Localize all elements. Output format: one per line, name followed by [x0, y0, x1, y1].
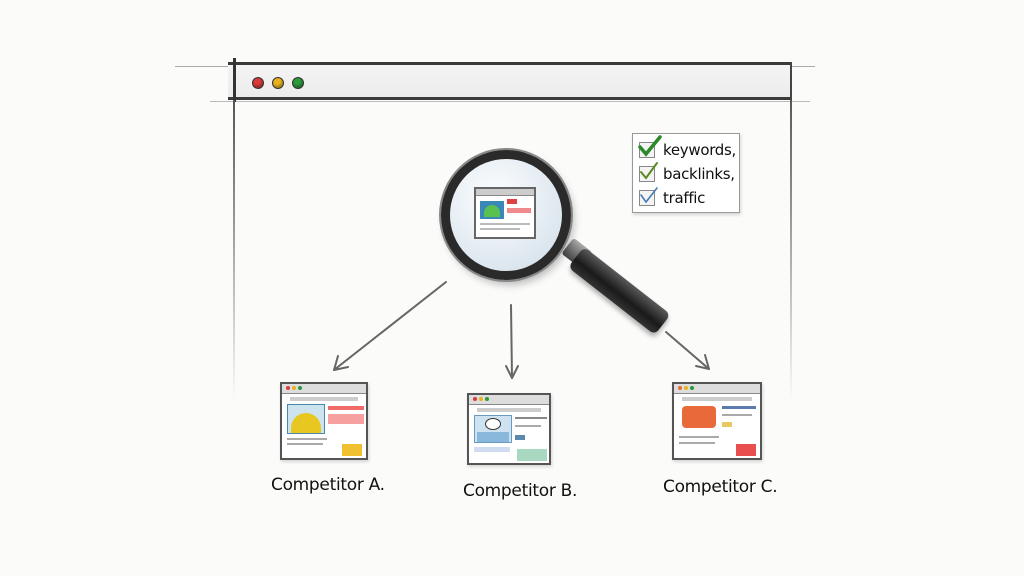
checkbox-icon: [639, 162, 658, 182]
sketch-guide-line: [210, 101, 810, 102]
checkbox-icon: [638, 135, 662, 158]
arrow-to-competitor-b: [510, 304, 513, 379]
mini-address-bar: [682, 397, 752, 401]
browser-title-bar: [228, 62, 792, 100]
checkbox-icon: [639, 187, 658, 206]
checklist-label: traffic: [663, 189, 706, 207]
checklist-item-traffic: traffic: [639, 186, 735, 210]
checklist-label: keywords,: [663, 141, 737, 159]
competitor-c-label: Competitor C.: [663, 477, 778, 497]
magnifying-glass-icon: [441, 150, 571, 280]
checklist-item-keywords: keywords,: [638, 135, 737, 162]
mini-title-bar: [674, 384, 760, 394]
competitor-b-thumbnail[interactable]: [467, 393, 551, 465]
minimize-dot-icon[interactable]: [272, 77, 284, 89]
arrow-to-competitor-a: [333, 281, 447, 371]
checklist-label: backlinks,: [663, 165, 735, 183]
competitor-a-label: Competitor A.: [271, 475, 385, 495]
competitor-a-thumbnail[interactable]: [280, 382, 368, 460]
mini-hero-image: [480, 201, 504, 219]
mini-hero-image: [682, 406, 716, 428]
browser-frame-left-edge: [233, 100, 235, 400]
browser-frame-edge: [233, 58, 236, 102]
mini-hero-image: [474, 415, 512, 443]
mini-address-bar: [477, 408, 541, 412]
mini-address-bar: [290, 397, 358, 401]
close-dot-icon[interactable]: [252, 77, 264, 89]
magnified-webpage: [474, 187, 536, 239]
maximize-dot-icon[interactable]: [292, 77, 304, 89]
browser-frame-right-edge: [790, 62, 792, 402]
mini-title-bar: [476, 189, 534, 196]
competitor-b-label: Competitor B.: [463, 481, 578, 501]
checklist-item-backlinks: backlinks,: [639, 162, 735, 186]
mini-hero-image: [287, 404, 325, 434]
seo-metrics-checklist: keywords, backlinks, traffic: [632, 133, 740, 213]
arrow-to-competitor-c: [665, 331, 710, 370]
mini-title-bar: [469, 395, 549, 405]
mini-title-bar: [282, 384, 366, 394]
competitor-c-thumbnail[interactable]: [672, 382, 762, 460]
